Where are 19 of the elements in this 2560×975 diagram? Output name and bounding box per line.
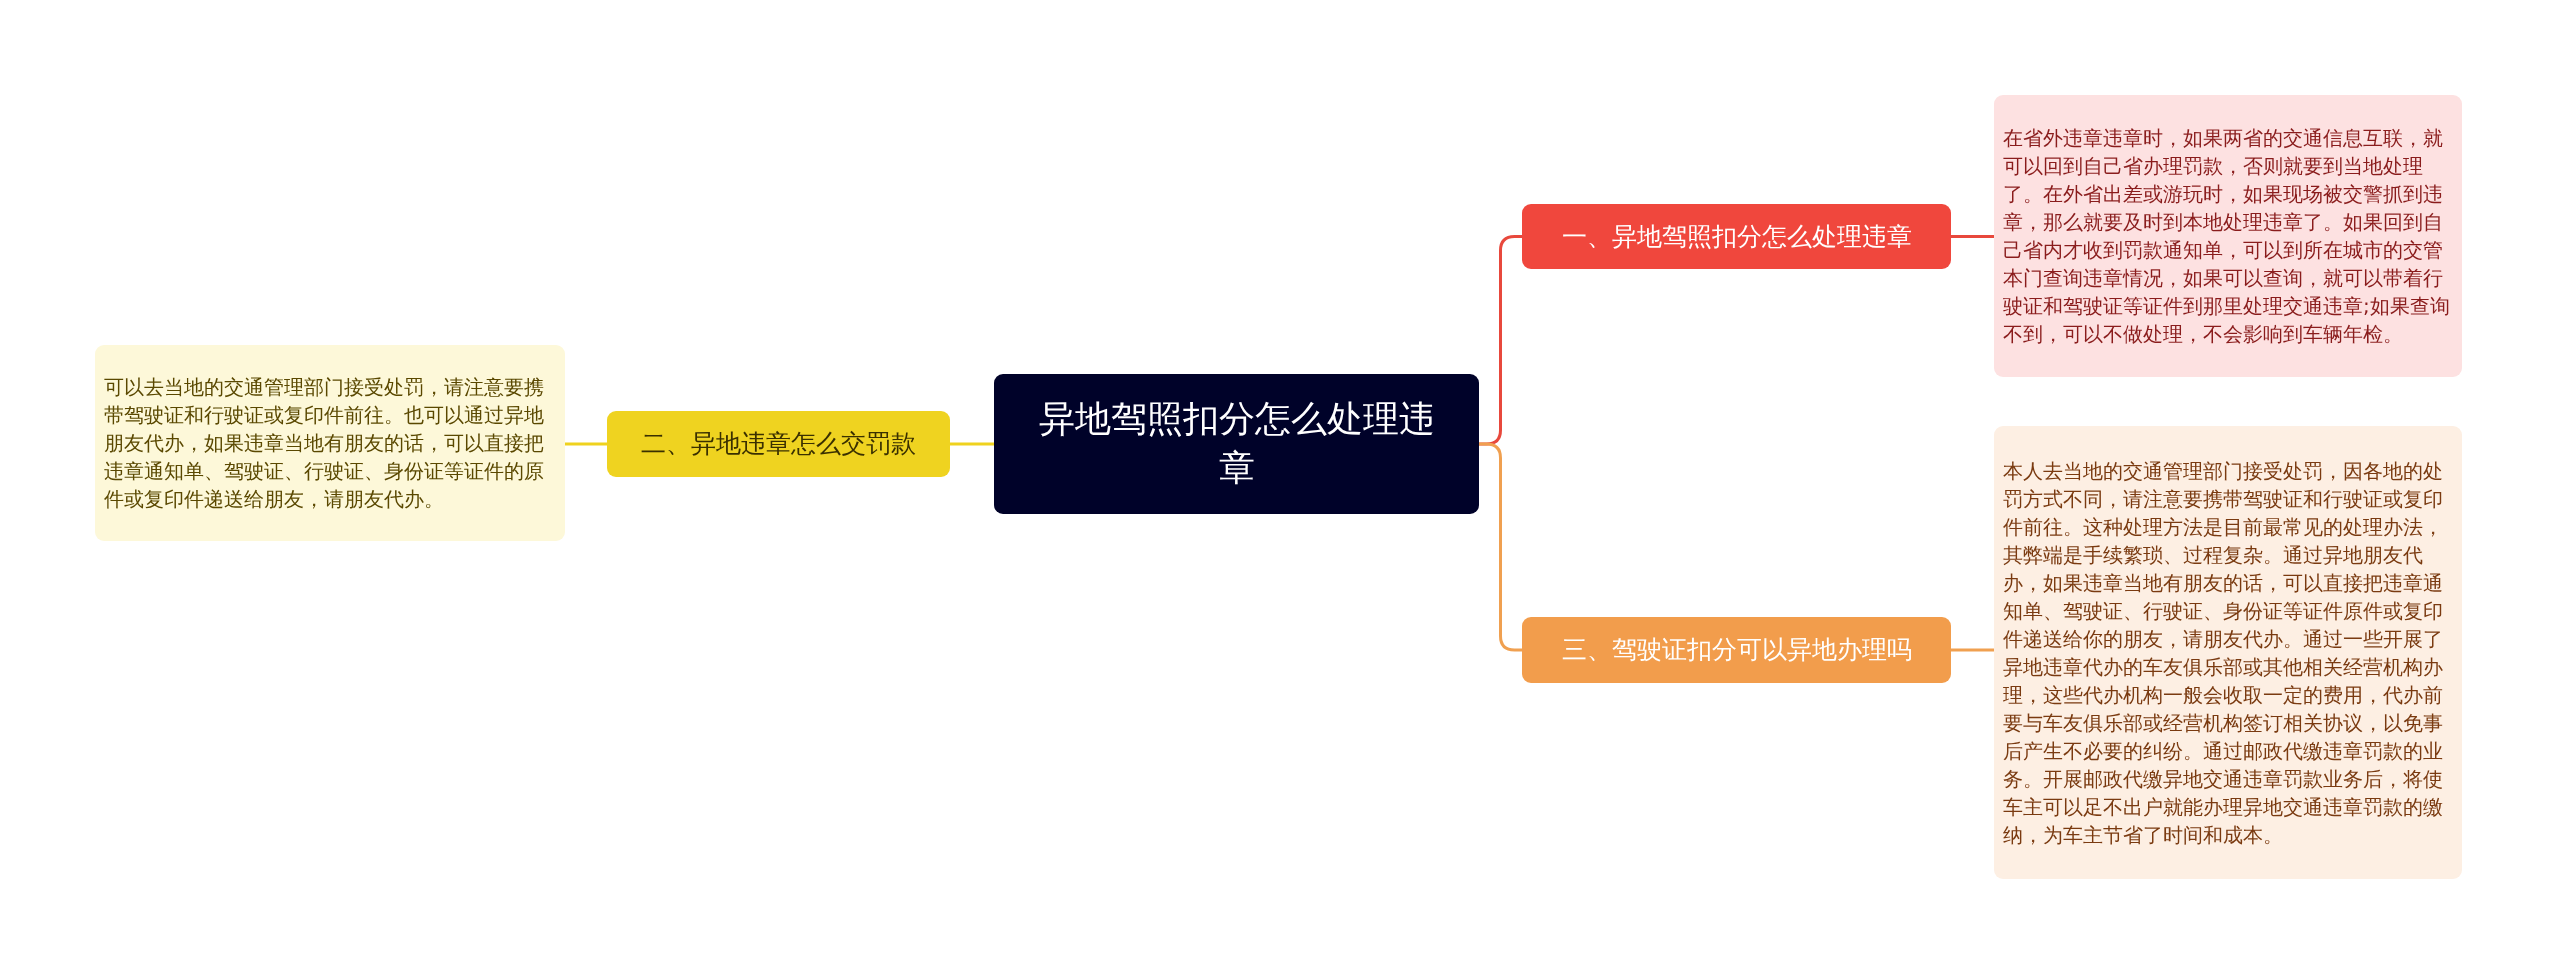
connector-line <box>565 442 607 446</box>
topic-label: 一、异地驾照扣分怎么处理违章 <box>1561 220 1912 253</box>
note-box <box>95 345 565 541</box>
connector-line <box>1951 235 1994 238</box>
topic-label: 异地驾照扣分怎么处理违章 <box>1037 397 1436 490</box>
note-box <box>1994 95 2462 377</box>
topic-box <box>1522 204 1951 269</box>
note-text: 可以去当地的交通管理部门接受处罚，请注意要携带驾驶证和行驶证或复印件前往。也可以通过异地朋友代办，如果违章当地有朋友的话，可以直接把违章通知单、驾驶证、行驶证、身份证等证件的原件或复印件递送给朋友，请朋友代办。 <box>104 374 545 513</box>
note-box <box>1994 426 2462 879</box>
connector-line <box>950 442 994 446</box>
central-topic-box <box>994 374 1479 514</box>
topic-label: 二、异地违章怎么交罚款 <box>641 428 916 461</box>
connector-line <box>1951 648 1994 652</box>
note-text: 在省外违章违章时，如果两省的交通信息互联，就可以回到自己省办理罚款，否则就要到当地处理了。在外省出差或游玩时，如果现场被交警抓到违章，那么就要及时到本地处理违章了。如果回到自己省内才收到罚款通知单，可以到所在城市的交管本门查询违章情况，如果可以查询，就可以带着行驶证和驾驶证等证件到那里处理交通违章;如果查询不到，可以不做处理，不会影响到车辆年检。 <box>2003 125 2451 348</box>
topic-box <box>1522 617 1951 683</box>
connector-line <box>1479 442 1522 652</box>
topic-label: 三、驾驶证扣分可以异地办理吗 <box>1561 634 1912 667</box>
note-text: 本人去当地的交通管理部门接受处罚，因各地的处罚方式不同，请注意要携带驾驶证和行驶证或复印件前往。这种处理方法是目前最常见的处理办法，其弊端是手续繁琐、过程复杂。通过异地朋友代办，如果违章当地有朋友的话，可以直接把违章通知单、驾驶证、行驶证、身份证等证件原件或复印件递送给你的朋友，请朋友代办。通过一些开展了异地违章代办的车友俱乐部或其他相关经营机构办理，这些代办机构一般会收取一定的费用，代办前要与车友俱乐部或经营机构签订相关协议，以免事后产生不必要的纠纷。通过邮政代缴违章罚款的业务。开展邮政代缴异地交通违章罚款业务后，将使车主可以足不出户就能办理异地交通违章罚款的缴纳，为车主节省了时间和成本。 <box>2003 457 2444 849</box>
topic-box <box>607 411 950 477</box>
